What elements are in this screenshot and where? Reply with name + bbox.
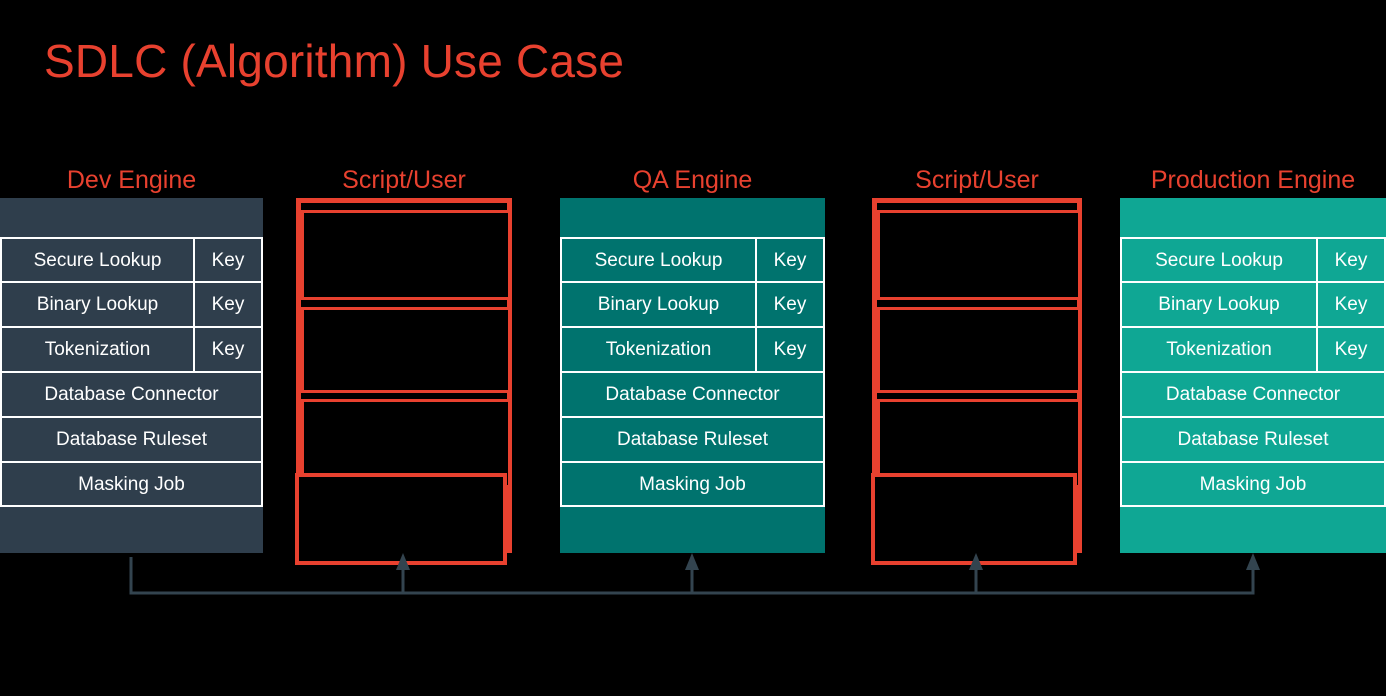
- row-group-qa-engine: Secure Lookup Key Binary Lookup Key Toke…: [560, 237, 825, 507]
- row-key: Key: [1334, 339, 1368, 360]
- table-row[interactable]: Database Ruleset: [2, 417, 261, 462]
- script-box[interactable]: [877, 307, 1081, 393]
- column-header-script-user-2: Script/User: [915, 166, 1039, 194]
- arrow-up-icon: [685, 553, 699, 570]
- row-label: Tokenization: [1122, 328, 1318, 371]
- row-label: Binary Lookup: [2, 283, 195, 326]
- panel-script-user-2[interactable]: [871, 198, 1082, 565]
- table-row[interactable]: Secure Lookup Key: [1122, 237, 1384, 282]
- row-label: Masking Job: [639, 473, 746, 495]
- table-row[interactable]: Database Connector: [1122, 372, 1384, 417]
- table-row[interactable]: Tokenization Key: [562, 327, 823, 372]
- row-label: Database Connector: [1165, 384, 1341, 405]
- table-row[interactable]: Tokenization Key: [1122, 327, 1384, 372]
- row-label: Secure Lookup: [562, 238, 757, 282]
- row-label: Database Ruleset: [616, 429, 769, 450]
- table-row[interactable]: Binary Lookup Key: [2, 282, 261, 327]
- script-box[interactable]: [877, 210, 1081, 300]
- row-key: Key: [773, 339, 807, 360]
- table-row[interactable]: Database Ruleset: [1122, 417, 1384, 462]
- row-key: Key: [211, 339, 245, 360]
- table-row[interactable]: Database Connector: [2, 372, 261, 417]
- script-box[interactable]: [301, 210, 511, 300]
- row-label: Database Connector: [605, 384, 780, 405]
- row-label: Secure Lookup: [1122, 238, 1318, 282]
- script-box[interactable]: [301, 307, 511, 393]
- row-key: Key: [773, 294, 807, 315]
- row-label: Secure Lookup: [2, 238, 195, 282]
- table-row[interactable]: Masking Job: [1122, 462, 1384, 507]
- table-row[interactable]: Masking Job: [2, 462, 261, 507]
- row-group-dev-engine: Secure Lookup Key Binary Lookup Key Toke…: [0, 237, 263, 507]
- row-key: Key: [211, 294, 245, 315]
- row-label: Database Ruleset: [55, 429, 208, 450]
- row-key: Key: [211, 249, 245, 271]
- script-box[interactable]: [295, 473, 507, 565]
- row-label: Binary Lookup: [1122, 283, 1318, 326]
- table-row[interactable]: Database Connector: [562, 372, 823, 417]
- column-header-script-user-1: Script/User: [342, 166, 466, 194]
- row-key: Key: [773, 249, 807, 271]
- row-label: Binary Lookup: [562, 283, 757, 326]
- row-label: Tokenization: [2, 328, 195, 371]
- column-header-dev-engine: Dev Engine: [66, 166, 197, 194]
- row-label: Database Ruleset: [1177, 429, 1329, 450]
- table-row[interactable]: Secure Lookup Key: [562, 237, 823, 282]
- column-header-production-engine: Production Engine: [1150, 166, 1356, 194]
- panel-dev-engine[interactable]: Secure Lookup Key Binary Lookup Key Toke…: [0, 198, 263, 553]
- script-box[interactable]: [871, 473, 1077, 565]
- row-label: Masking Job: [78, 473, 185, 495]
- panel-script-user-1[interactable]: [295, 198, 512, 565]
- row-label: Tokenization: [562, 328, 757, 371]
- panel-qa-engine[interactable]: Secure Lookup Key Binary Lookup Key Toke…: [560, 198, 825, 553]
- row-key: Key: [1334, 249, 1368, 271]
- panel-production-engine[interactable]: Secure Lookup Key Binary Lookup Key Toke…: [1120, 198, 1386, 553]
- table-row[interactable]: Binary Lookup Key: [1122, 282, 1384, 327]
- row-label: Database Connector: [44, 384, 219, 405]
- arrowhead-group: [396, 553, 1260, 570]
- table-row[interactable]: Masking Job: [562, 462, 823, 507]
- column-header-qa-engine: QA Engine: [632, 166, 753, 194]
- row-label: Masking Job: [1199, 473, 1307, 495]
- arrow-up-icon: [1246, 553, 1260, 570]
- page-title: SDLC (Algorithm) Use Case: [44, 35, 625, 87]
- table-row[interactable]: Tokenization Key: [2, 327, 261, 372]
- table-row[interactable]: Binary Lookup Key: [562, 282, 823, 327]
- table-row[interactable]: Database Ruleset: [562, 417, 823, 462]
- row-key: Key: [1334, 294, 1368, 315]
- table-row[interactable]: Secure Lookup Key: [2, 237, 261, 282]
- row-group-production-engine: Secure Lookup Key Binary Lookup Key Toke…: [1120, 237, 1386, 507]
